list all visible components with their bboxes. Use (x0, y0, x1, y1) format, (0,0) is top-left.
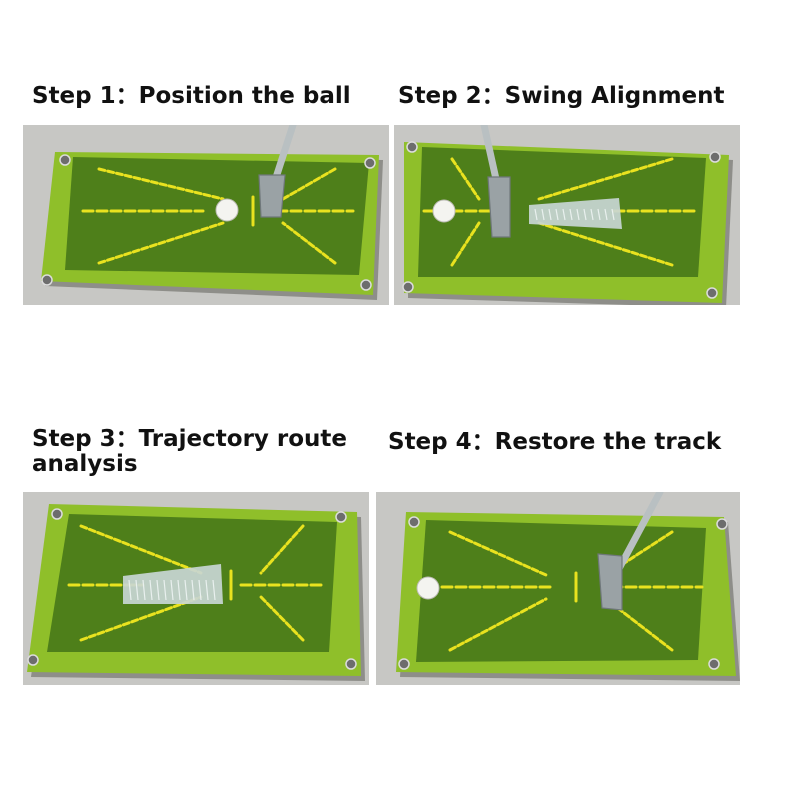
step-2-mat-photo (394, 125, 740, 305)
fibre-line (569, 208, 573, 221)
diagonal-line (97, 221, 225, 265)
step-4-caption: Step 4：Restore the track (388, 429, 722, 455)
fibre-line (142, 579, 146, 601)
fibre-line (583, 208, 587, 221)
diagonal-line (281, 221, 337, 265)
diagonal-line (448, 530, 548, 577)
fibre-line (198, 579, 202, 601)
fibre-line (163, 579, 167, 601)
fibre-line (212, 579, 216, 601)
fibre-line (555, 208, 559, 221)
diagonal-line (448, 597, 548, 652)
fibre-line (184, 579, 188, 601)
grommet (406, 141, 418, 153)
fibre-line (548, 208, 552, 221)
golf-ball (432, 199, 456, 223)
diagonal-line (97, 167, 225, 201)
diagonal-line (259, 524, 305, 575)
golf-ball (215, 198, 239, 222)
fibre-line (590, 208, 594, 221)
grommet (706, 287, 718, 299)
fibre-line (611, 208, 615, 221)
grommet (402, 281, 414, 293)
fibre-line (205, 579, 209, 601)
diagonal-line (79, 595, 203, 642)
step-4-mat-photo (376, 492, 740, 685)
grommet (364, 157, 376, 169)
fibre-line (128, 579, 132, 601)
grommet (709, 151, 721, 163)
grommet (335, 511, 347, 523)
grommet (398, 658, 410, 670)
step-2-caption: Step 2：Swing Alignment (398, 83, 725, 109)
grommet (59, 154, 71, 166)
club-head (258, 174, 286, 218)
fibre-line (541, 208, 545, 221)
swing-trace-texture (534, 208, 615, 221)
fibre-line (562, 208, 566, 221)
grommet (41, 274, 53, 286)
step-3-mat-photo (23, 492, 369, 685)
fibre-line (576, 208, 580, 221)
fibre-line (156, 579, 160, 601)
step-3-caption: Step 3：Trajectory route analysis (32, 426, 348, 477)
diagonal-line (537, 221, 674, 267)
mat-field (416, 520, 706, 662)
fibre-line (135, 579, 139, 601)
fibre-line (597, 208, 601, 221)
fibre-line (534, 208, 538, 221)
grommet (716, 518, 728, 530)
diagonal-line (281, 167, 337, 201)
diagonal-line (450, 221, 481, 267)
diagonal-line (537, 157, 674, 201)
grommet (345, 658, 357, 670)
diagonal-line (79, 524, 203, 575)
step-1-caption: Step 1：Position the ball (32, 83, 351, 109)
alignment-markings (81, 167, 355, 265)
grommet (27, 654, 39, 666)
mat-field (65, 157, 369, 275)
fibre-line (149, 579, 153, 601)
fibre-line (170, 579, 174, 601)
grommet (51, 508, 63, 520)
diagonal-line (450, 157, 481, 201)
swing-trace (529, 198, 622, 229)
club-head (597, 553, 623, 611)
swing-trace-texture (128, 579, 216, 601)
fibre-line (191, 579, 195, 601)
grommet (708, 658, 720, 670)
swing-trace (123, 564, 223, 604)
grommet (408, 516, 420, 528)
fibre-line (177, 579, 181, 601)
club-head (487, 176, 511, 238)
grommet (360, 279, 372, 291)
golf-ball (416, 576, 440, 600)
diagonal-line (259, 595, 305, 642)
fibre-line (604, 208, 608, 221)
step-1-mat-photo (23, 125, 389, 305)
